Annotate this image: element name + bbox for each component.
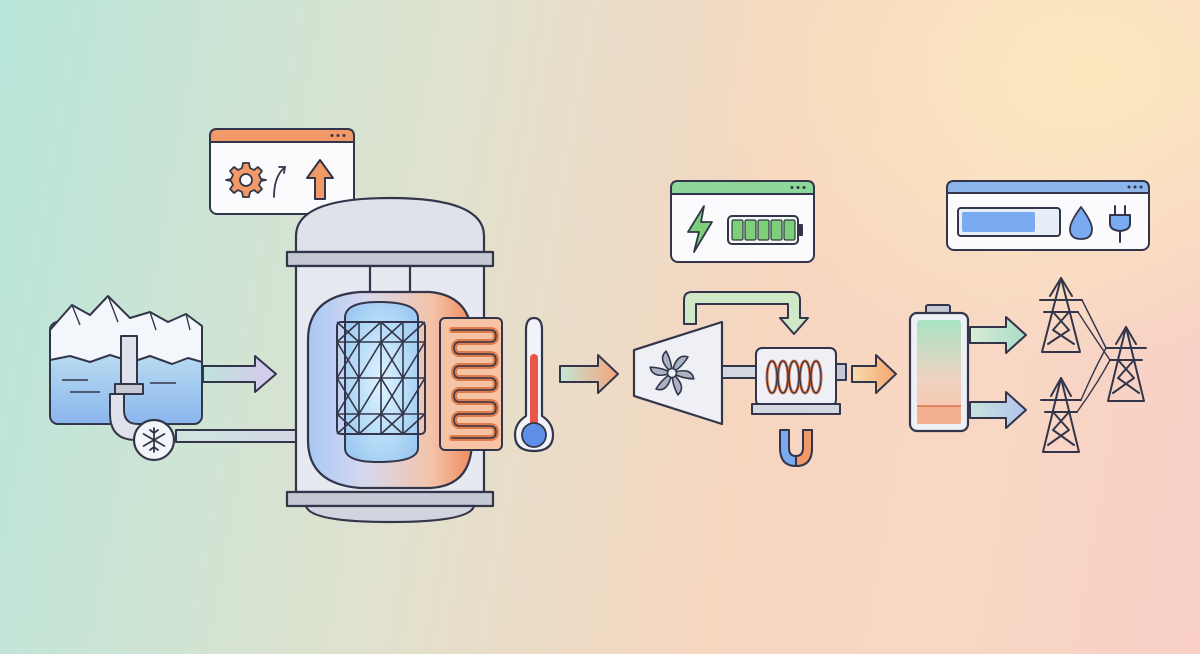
level-bar-icon bbox=[957, 207, 1061, 237]
generator-coil bbox=[751, 347, 847, 415]
battery-cell bbox=[770, 219, 783, 241]
tower-2 bbox=[1105, 326, 1147, 402]
battery-cell bbox=[744, 219, 757, 241]
intake-pipe bbox=[109, 335, 297, 443]
transmission-towers bbox=[1039, 277, 1147, 453]
drive-shaft bbox=[721, 365, 759, 379]
water-drop-icon bbox=[1069, 206, 1093, 240]
flow-arrow-to-reactor bbox=[202, 355, 277, 393]
flow-arrow-to-storage bbox=[851, 354, 897, 394]
battery-icon bbox=[727, 215, 803, 245]
turbine-fan-blades bbox=[649, 350, 695, 396]
rotate-arrow-icon bbox=[273, 166, 287, 198]
coolant-pump bbox=[132, 418, 176, 462]
control-panel bbox=[209, 128, 355, 215]
up-arrow-icon bbox=[306, 159, 334, 200]
heat-exchanger-coil bbox=[439, 317, 503, 451]
storage-battery bbox=[908, 304, 970, 433]
steam-loop-pipe bbox=[683, 291, 809, 335]
tower-3 bbox=[1040, 377, 1082, 453]
plug-icon bbox=[1109, 205, 1131, 243]
flow-arrow-to-grid-lower bbox=[969, 391, 1027, 429]
battery-cell bbox=[757, 219, 770, 241]
power-lines bbox=[1076, 299, 1111, 413]
flow-arrow-to-grid-upper bbox=[969, 316, 1027, 354]
reactor-core bbox=[336, 300, 426, 464]
storage-panel bbox=[946, 180, 1150, 251]
snowflake-icon bbox=[142, 427, 166, 453]
battery-cell bbox=[783, 219, 796, 241]
lightning-bolt-icon bbox=[687, 205, 713, 253]
magnet-icon bbox=[779, 429, 813, 467]
turbine bbox=[632, 320, 724, 426]
power-panel bbox=[670, 180, 815, 263]
flow-arrow-to-turbine bbox=[559, 354, 619, 394]
gear-icon bbox=[225, 162, 267, 198]
thermometer-icon bbox=[513, 316, 555, 453]
tower-1 bbox=[1039, 277, 1083, 353]
battery-cell bbox=[731, 219, 744, 241]
